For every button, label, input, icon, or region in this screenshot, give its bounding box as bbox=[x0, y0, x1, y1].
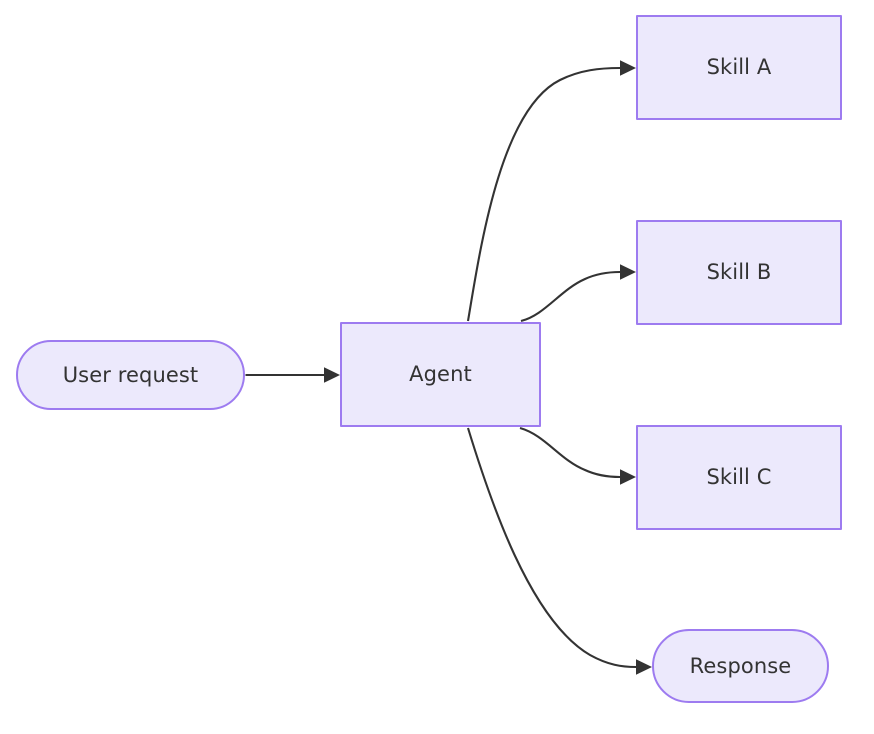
node-skill-c-label: Skill C bbox=[706, 465, 772, 489]
node-skill-a-label: Skill A bbox=[706, 55, 772, 79]
node-skill-b-label: Skill B bbox=[706, 260, 772, 284]
edge-agent-to-skill-b bbox=[520, 264, 636, 323]
edge-agent-to-skill-c bbox=[519, 426, 636, 485]
node-user-request-label: User request bbox=[62, 362, 199, 387]
edge-agent-to-response bbox=[466, 427, 652, 675]
node-agent[interactable]: Agent bbox=[340, 322, 541, 427]
node-agent-label: Agent bbox=[409, 362, 472, 386]
edge-agent-to-skill-a bbox=[466, 60, 636, 322]
arrow-head-icon bbox=[620, 469, 636, 485]
node-user-request[interactable]: User request bbox=[16, 340, 245, 410]
node-skill-b[interactable]: Skill B bbox=[636, 220, 842, 325]
arrow-head-icon bbox=[620, 60, 636, 76]
arrow-head-icon bbox=[636, 659, 652, 675]
node-response-label: Response bbox=[689, 653, 792, 678]
arrow-head-icon bbox=[620, 264, 636, 280]
arrow-head-icon bbox=[324, 367, 340, 383]
node-skill-a[interactable]: Skill A bbox=[636, 15, 842, 120]
node-response[interactable]: Response bbox=[652, 629, 829, 703]
node-skill-c[interactable]: Skill C bbox=[636, 425, 842, 530]
edge-user-request-to-agent bbox=[245, 367, 340, 383]
